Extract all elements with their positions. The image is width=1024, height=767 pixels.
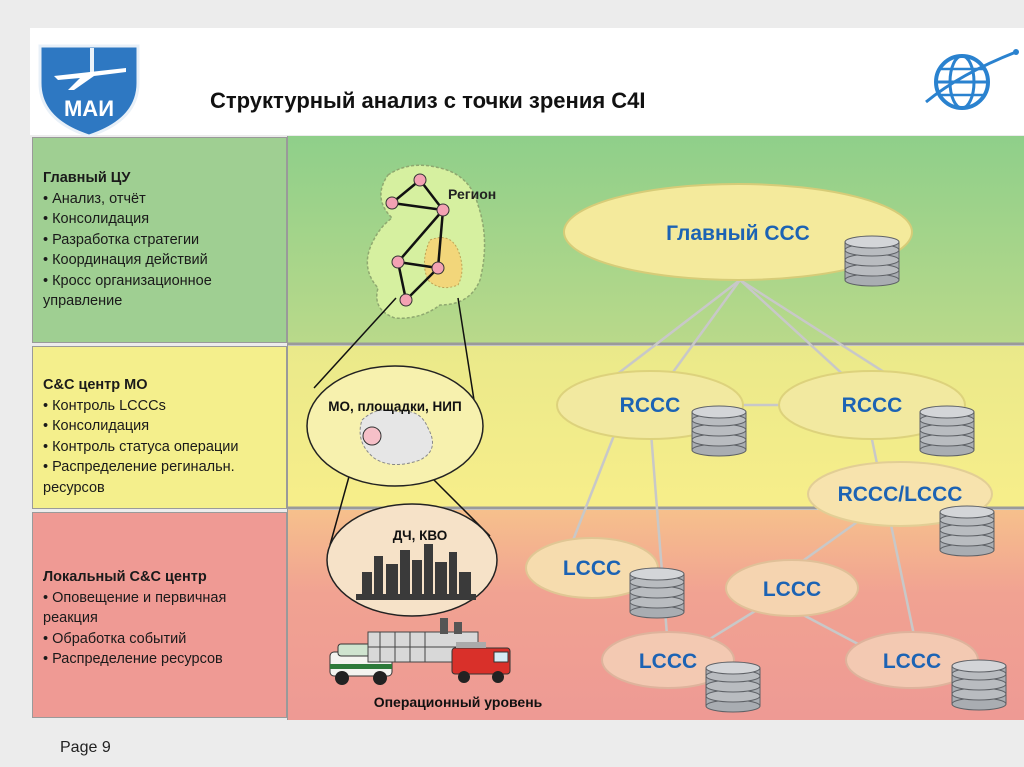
list-item: Кросс организационное управление	[43, 271, 276, 312]
database-icon	[844, 235, 900, 287]
globe-orbit-icon	[925, 49, 1019, 110]
panel-main-center: Главный ЦУ Анализ, отчёт Консолидация Ра…	[32, 137, 287, 343]
list-item: Консолидация	[43, 416, 276, 437]
node-label: RCCC/LCCC	[838, 483, 963, 506]
node-label: LCCC	[883, 650, 941, 673]
node-label: LCCC	[563, 557, 621, 580]
list-item: Распределение регинальн. ресурсов	[43, 457, 276, 498]
fire-truck-icon	[451, 642, 511, 683]
region-label: Регион	[448, 186, 496, 202]
list-item: Контроль статуса операции	[43, 437, 276, 458]
panel-local-center: Локальный C&C центр Оповещение и первичн…	[32, 512, 287, 718]
node-lccc-2	[725, 559, 859, 617]
list-item: Оповещение и первичная реакция	[43, 588, 276, 629]
node-label: Главный ССС	[666, 222, 810, 245]
list-item: Разработка стратегии	[43, 230, 276, 251]
page-title: Структурный анализ с точки зрения C4I	[210, 88, 646, 113]
list-item: Консолидация	[43, 209, 276, 230]
database-icon	[919, 405, 975, 457]
page-number: Page 9	[60, 739, 111, 756]
node-label: RCCC	[842, 394, 903, 417]
panel-mo-center: C&C центр МО Контроль LCCCs Консолидация…	[32, 346, 287, 509]
node-rccc-2	[778, 370, 966, 440]
node-label: RCCC	[620, 394, 681, 417]
panel-heading: Локальный C&C центр	[43, 569, 207, 585]
list-item: Обработка событий	[43, 629, 276, 650]
city-label: ДЧ, КВО	[393, 528, 448, 543]
city-skyline-icon	[356, 544, 476, 600]
database-icon	[629, 567, 685, 619]
database-icon	[939, 505, 995, 557]
mai-logo: МАИ	[38, 44, 140, 138]
operational-label: Операционный уровень	[374, 694, 543, 710]
database-icon	[705, 661, 761, 713]
list-item: Распределение ресурсов	[43, 649, 276, 670]
header-bar	[30, 28, 1024, 135]
database-icon	[691, 405, 747, 457]
c4i-diagram: Регион МО, площадки, НИП ДЧ, КВО	[287, 136, 1024, 720]
panel-heading: C&C центр МО	[43, 377, 148, 393]
panel-heading: Главный ЦУ	[43, 170, 131, 186]
node-lccc-3	[601, 631, 735, 689]
logo-text: МАИ	[64, 96, 114, 121]
node-label: LCCC	[763, 578, 821, 601]
list-item: Координация действий	[43, 250, 276, 271]
node-main-ccc	[563, 183, 913, 281]
list-item: Контроль LCCCs	[43, 396, 276, 417]
list-item: Анализ, отчёт	[43, 189, 276, 210]
database-icon	[951, 659, 1007, 711]
mo-label: МО, площадки, НИП	[328, 399, 461, 414]
node-label: LCCC	[639, 650, 697, 673]
